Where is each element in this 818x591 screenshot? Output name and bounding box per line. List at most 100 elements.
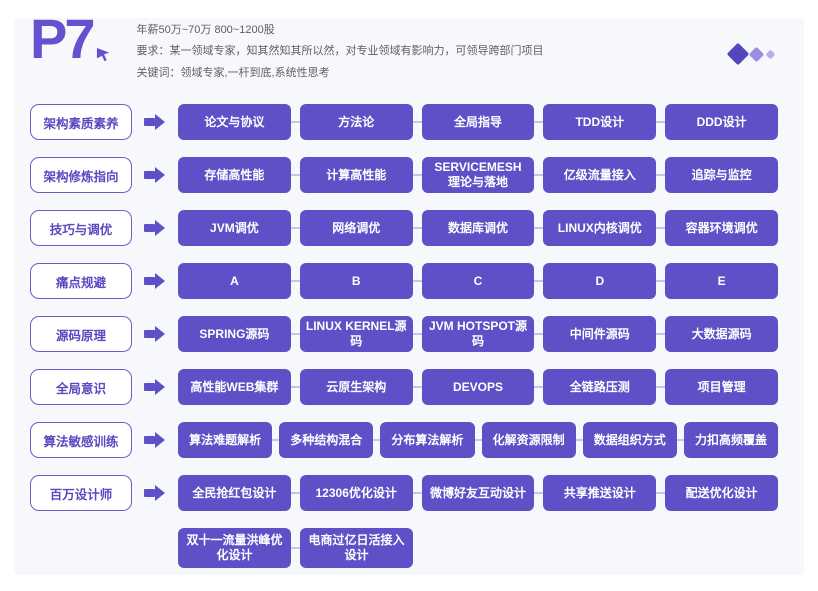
- items: 存储高性能 计算高性能 SERVICEMESH 理论与落地 亿级流量接入 追踪与…: [178, 157, 778, 193]
- arrow-right-icon: [144, 485, 166, 501]
- skill-label: SPRING源码: [199, 326, 270, 341]
- requirement-line: 要求：某一领域专家，知其然知其所以然，对专业领域有影响力，可领导跨部门项目: [136, 45, 544, 58]
- skill-box: 存储高性能: [178, 157, 291, 193]
- skill-label: 双十一流量洪峰优化设计: [186, 533, 283, 562]
- skill-box: SPRING源码: [178, 316, 291, 352]
- skill-box: TDD设计: [534, 104, 657, 140]
- items: 双十一流量洪峰优化设计 电商过亿日活接入设计: [178, 528, 778, 568]
- skill-label: DEVOPS: [452, 379, 503, 394]
- skill-label: A: [230, 273, 239, 288]
- skill-label: DDD设计: [696, 114, 747, 129]
- skill-box: 高性能WEB集群: [178, 369, 291, 405]
- row-pain-point-avoidance: 痛点规避 A B C D E: [30, 263, 788, 299]
- skill-label: 数据组织方式: [593, 432, 666, 447]
- category-label: 百万设计师: [49, 487, 113, 502]
- p7-logo-text: P7: [30, 7, 95, 70]
- skill-box: 论文与协议: [178, 104, 291, 140]
- skill-label: LINUX KERNEL源码: [305, 319, 407, 348]
- arrow-wrap: [132, 220, 178, 236]
- skill-box: 数据组织方式: [575, 422, 677, 458]
- category-box: 架构修炼指向: [30, 157, 132, 193]
- category-box: 源码原理: [30, 316, 132, 352]
- skill-box: DDD设计: [656, 104, 778, 140]
- skill-box: 多种结构混合: [272, 422, 374, 458]
- skill-box: 数据库调优: [412, 210, 535, 246]
- diamond-icon: [765, 49, 776, 59]
- category-box: 痛点规避: [30, 263, 132, 299]
- category-label: 全局意识: [55, 381, 106, 396]
- skill-label: 容器环境调优: [685, 220, 758, 235]
- skill-label: 网络调优: [332, 220, 381, 235]
- skill-box: 项目管理: [656, 369, 778, 405]
- skill-box: A: [178, 263, 291, 299]
- skill-box: LINUX KERNEL源码: [290, 316, 413, 352]
- arrow-wrap: [132, 432, 178, 448]
- skill-box: 全民抢红包设计: [178, 475, 291, 511]
- arrow-wrap: [132, 273, 178, 289]
- skill-box: SERVICEMESH 理论与落地: [412, 157, 535, 193]
- skill-label: 方法论: [338, 114, 375, 129]
- cursor-icon: [96, 47, 109, 61]
- category-box: 全局意识: [30, 369, 132, 405]
- skill-label: 电商过亿日活接入设计: [308, 533, 405, 562]
- category-box: 百万设计师: [30, 475, 132, 511]
- skill-label: 论文与协议: [204, 114, 265, 129]
- arrow-right-icon: [144, 220, 166, 236]
- skill-label: D: [595, 273, 605, 288]
- skill-box: 电商过亿日活接入设计: [291, 528, 413, 568]
- level-description: 年薪50万~70万 800~1200股 要求：某一领域专家，知其然知其所以然，对…: [137, 8, 544, 84]
- arrow-wrap: [132, 167, 178, 183]
- skill-label: 全链路压测: [569, 379, 630, 394]
- category-box: 算法敏感训练: [30, 422, 132, 458]
- skill-box: 方法论: [290, 104, 413, 140]
- skill-box: E: [656, 263, 778, 299]
- skill-box: 容器环境调优: [656, 210, 778, 246]
- skill-label: LINUX内核调优: [557, 220, 642, 235]
- row-global-awareness: 全局意识 高性能WEB集群 云原生架构 DEVOPS 全链路压测 项目管理: [30, 369, 788, 405]
- arrow-right-icon: [144, 167, 166, 183]
- skill-box: D: [534, 263, 657, 299]
- category-label: 架构修炼指向: [43, 169, 119, 184]
- category-label: 源码原理: [55, 328, 106, 343]
- skill-label: 全民抢红包设计: [192, 485, 277, 500]
- salary-line: 年薪50万~70万 800~1200股: [136, 24, 275, 36]
- row-million-designer-overflow: 双十一流量洪峰优化设计 电商过亿日活接入设计: [30, 528, 788, 568]
- skill-box: 双十一流量洪峰优化设计: [178, 528, 291, 568]
- skill-label: C: [473, 273, 483, 288]
- skill-label: 计算高性能: [326, 167, 387, 182]
- skill-box: 网络调优: [290, 210, 413, 246]
- row-algorithm-training: 算法敏感训练 算法难题解析 多种结构混合 分布算法解析 化解资源限制 数据组织方…: [30, 422, 788, 458]
- arrow-right-icon: [144, 273, 166, 289]
- skill-label: 力扣高频覆盖: [694, 432, 767, 447]
- p7-logo: P7: [30, 8, 111, 70]
- arrow-right-icon: [144, 326, 166, 342]
- skill-label: 存储高性能: [204, 167, 265, 182]
- skill-label: 配送优化设计: [685, 485, 758, 500]
- skill-box: JVM调优: [178, 210, 291, 246]
- skill-label: SERVICEMESH 理论与落地: [434, 160, 522, 189]
- skill-box: 中间件源码: [534, 316, 657, 352]
- skill-box: B: [290, 263, 413, 299]
- skill-label: 12306优化设计: [315, 485, 397, 500]
- skill-label: 化解资源限制: [492, 432, 565, 447]
- category-box: 技巧与调优: [30, 210, 132, 246]
- keywords-line: 关键词：领域专家,一杆到底,系统性思考: [136, 66, 330, 79]
- skill-label: 微博好友互动设计: [429, 485, 526, 500]
- arrow-wrap: [132, 379, 178, 395]
- items: JVM调优 网络调优 数据库调优 LINUX内核调优 容器环境调优: [178, 210, 778, 246]
- skill-label: E: [717, 273, 726, 288]
- skill-box: DEVOPS: [412, 369, 535, 405]
- skill-label: 多种结构混合: [290, 432, 363, 447]
- items: 论文与协议 方法论 全局指导 TDD设计 DDD设计: [178, 104, 778, 140]
- skill-box: 大数据源码: [656, 316, 778, 352]
- skill-box: 12306优化设计: [290, 475, 413, 511]
- skill-label: 中间件源码: [569, 326, 630, 341]
- row-architecture-training: 架构修炼指向 存储高性能 计算高性能 SERVICEMESH 理论与落地 亿级流…: [30, 157, 788, 193]
- row-source-code-principles: 源码原理 SPRING源码 LINUX KERNEL源码 JVM HOTSPOT…: [30, 316, 788, 352]
- arrow-right-icon: [144, 379, 166, 395]
- skill-label: 全局指导: [453, 114, 502, 129]
- row-tuning-skills: 技巧与调优 JVM调优 网络调优 数据库调优 LINUX内核调优 容器环境调优: [30, 210, 788, 246]
- skill-box: 云原生架构: [290, 369, 413, 405]
- skill-label: 项目管理: [697, 379, 746, 394]
- skill-label: B: [351, 273, 361, 288]
